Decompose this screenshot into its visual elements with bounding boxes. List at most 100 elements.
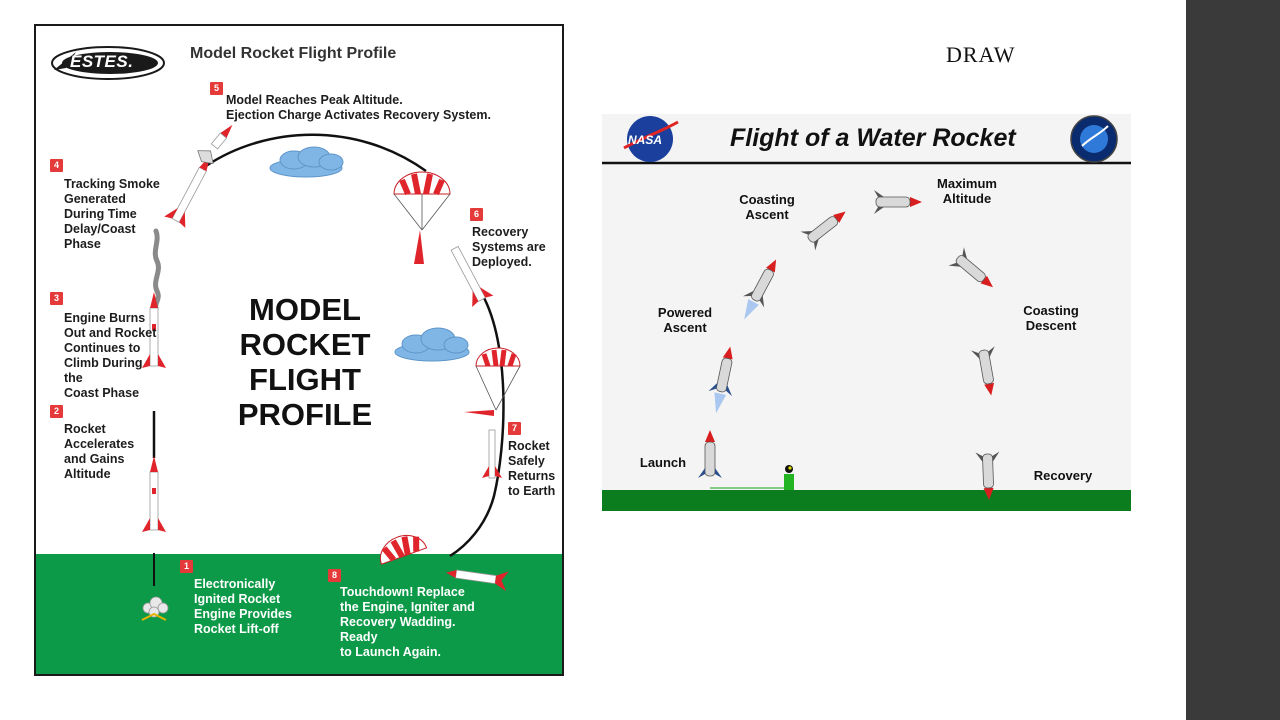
step-7-text: Rocket Safely Returns to Earth xyxy=(508,439,562,499)
step-line: Recovery Wadding. Ready xyxy=(340,615,456,644)
water-rocket-coasting-ascent xyxy=(800,211,846,251)
cloud-top xyxy=(269,146,344,178)
step-line: Model Reaches Peak Altitude. xyxy=(226,93,403,107)
parachute-step-8 xyxy=(379,534,428,565)
step-line: Touchdown! Replace xyxy=(340,585,465,599)
step-line: and Gains xyxy=(64,452,125,466)
step-badge-4: 4 xyxy=(50,159,63,172)
rocket-step-5 xyxy=(197,124,233,164)
step-2-text: Rocket Accelerates and Gains Altitude xyxy=(64,422,154,482)
label-line: Ascent xyxy=(745,207,789,222)
rocket-step-7-body xyxy=(482,429,502,479)
water-rocket-graphics xyxy=(602,115,1131,511)
step-line: Returns xyxy=(508,469,556,483)
step-line: Rocket xyxy=(64,422,106,436)
step-line: Ignited Rocket xyxy=(194,592,281,606)
step-line: During Time xyxy=(64,207,137,221)
step-badge-5: 5 xyxy=(210,82,223,95)
step-line: Generated xyxy=(64,192,126,206)
parachute-step-7 xyxy=(464,347,521,416)
step-badge-3: 3 xyxy=(50,292,63,305)
step-line: Phase xyxy=(64,237,101,251)
estes-flight-profile-panel: ESTES. Model Rocket Flight Profile MODEL… xyxy=(34,24,564,676)
step-line: Deployed. xyxy=(472,255,532,269)
label-line: Powered xyxy=(657,305,713,320)
step-3-text: Engine Burns Out and Rocket Continues to… xyxy=(64,311,164,401)
big-title-line: PROFILE xyxy=(237,397,373,432)
label-maximum-altitude: Maximum Altitude xyxy=(932,176,1002,206)
step-line: Delay/Coast xyxy=(64,222,136,236)
label-line: Ascent xyxy=(663,320,707,335)
step-line: Engine Provides xyxy=(194,607,292,621)
step-line: Recovery xyxy=(472,225,529,239)
water-ground xyxy=(602,490,1131,511)
label-launch: Launch xyxy=(639,455,687,470)
step-badge-8: 8 xyxy=(328,569,341,582)
step-line: Electronically xyxy=(194,577,276,591)
rocket-step-8-body xyxy=(446,569,509,592)
step-badge-1: 1 xyxy=(180,560,193,573)
step-4-text: Tracking Smoke Generated During Time Del… xyxy=(64,177,164,252)
nasa-logo-icon xyxy=(627,116,673,162)
right-sidebar xyxy=(1186,0,1280,720)
launch-smoke xyxy=(142,596,169,618)
label-line: Coasting xyxy=(1023,303,1079,318)
step-line: to Earth xyxy=(508,484,556,498)
step-6-text: Recovery Systems are Deployed. xyxy=(472,225,552,270)
estes-panel-title: Model Rocket Flight Profile xyxy=(190,45,397,62)
label-recovery: Recovery xyxy=(1033,468,1093,483)
flight-arc xyxy=(205,133,427,173)
label-line: Coasting xyxy=(739,192,795,207)
step-line: Accelerates xyxy=(64,437,135,451)
water-rocket-powered-2 xyxy=(742,259,777,320)
step-line: Rocket xyxy=(508,439,550,453)
estes-diagram-graphics xyxy=(36,46,562,674)
step-line: Systems are xyxy=(472,240,546,254)
step-badge-6: 6 xyxy=(470,208,483,221)
label-coasting-descent: Coasting Descent xyxy=(1016,303,1086,333)
rocket-step-2 xyxy=(142,456,166,532)
label-line: Maximum xyxy=(937,176,997,191)
water-rocket-recovery xyxy=(975,451,1000,500)
big-title-line: MODEL xyxy=(249,292,361,327)
step-line: Rocket Lift-off xyxy=(194,622,279,636)
water-rocket-powered-1 xyxy=(708,346,733,414)
descent-arc xyxy=(449,293,505,558)
big-title-line: FLIGHT xyxy=(249,362,361,397)
big-title-line: ROCKET xyxy=(239,327,371,362)
label-powered-ascent: Powered Ascent xyxy=(650,305,720,335)
step-line: the Engine, Igniter and xyxy=(340,600,475,614)
water-rocket-descent-2 xyxy=(971,346,995,396)
label-line: Descent xyxy=(1025,318,1077,333)
step-line: Out and Rocket xyxy=(64,326,157,340)
label-coasting-ascent: Coasting Ascent xyxy=(732,192,802,222)
step-badge-2: 2 xyxy=(50,405,63,418)
water-rocket-title: Flight of a Water Rocket xyxy=(730,124,1016,152)
water-rocket-launch xyxy=(698,430,722,478)
step-5-text: Model Reaches Peak Altitude. Ejection Ch… xyxy=(226,93,506,123)
step-8-text: Touchdown! Replace the Engine, Igniter a… xyxy=(340,585,490,660)
step-line: Coast Phase xyxy=(64,386,140,400)
launch-trigger xyxy=(784,474,794,490)
nasa-logo-text: NASA xyxy=(628,133,663,147)
step-line: Climb During the xyxy=(64,356,143,385)
step-line: Safely xyxy=(508,454,545,468)
step-line: Engine Burns xyxy=(64,311,146,325)
water-rocket-maximum-altitude xyxy=(874,190,922,214)
label-line: Altitude xyxy=(942,191,992,206)
step-line: Ejection Charge Activates Recovery Syste… xyxy=(226,108,491,122)
estes-logo-swoosh xyxy=(54,52,76,70)
step-badge-7: 7 xyxy=(508,422,521,435)
water-rocket-descent-1 xyxy=(948,247,993,288)
step-line: Continues to xyxy=(64,341,141,355)
smoke-trail xyxy=(152,228,161,311)
water-rocket-panel: NASA Flight of a Water Rocket Coasting A… xyxy=(602,114,1131,511)
rocket-step-3 xyxy=(142,292,166,368)
step-line: Tracking Smoke xyxy=(64,177,160,191)
step-line: Altitude xyxy=(64,467,111,481)
parachute-step-6 xyxy=(393,171,451,264)
rocket-step-6-body xyxy=(450,245,494,307)
big-title: MODEL ROCKET FLIGHT PROFILE xyxy=(232,292,378,432)
step-1-text: Electronically Ignited Rocket Engine Pro… xyxy=(194,577,304,637)
step-line: to Launch Again. xyxy=(340,645,441,659)
